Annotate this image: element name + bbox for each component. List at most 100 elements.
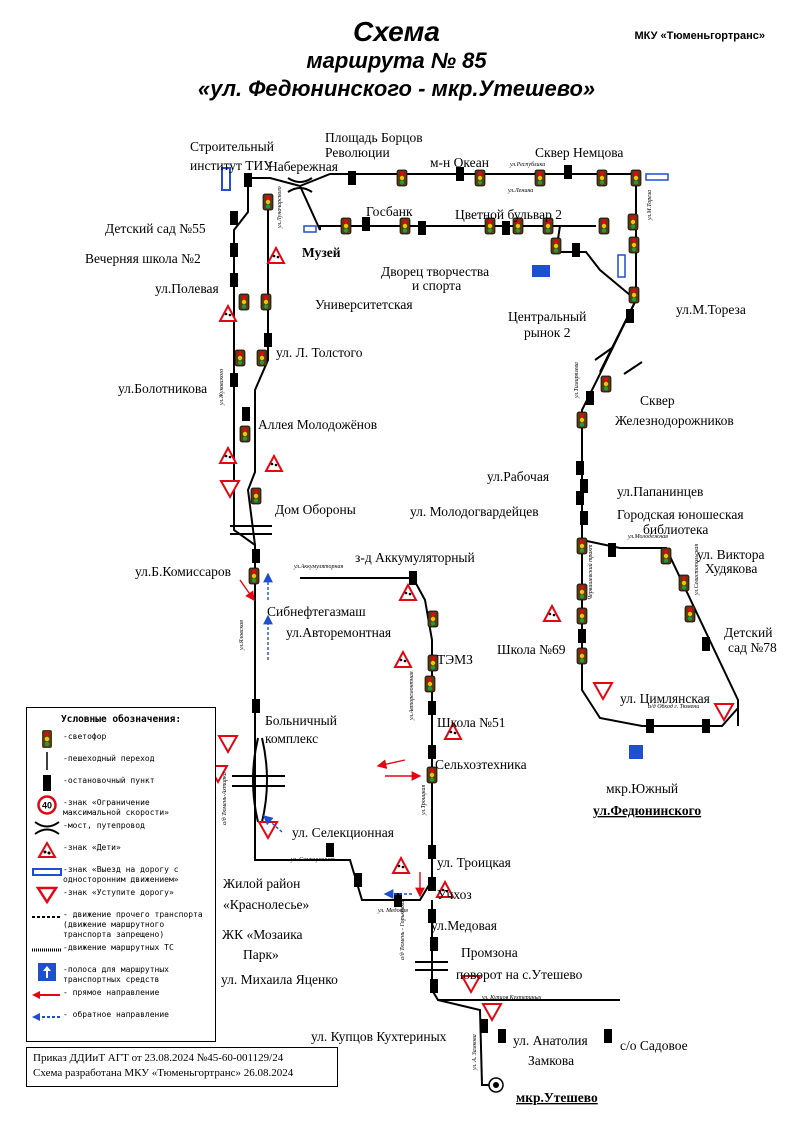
stop-icon [31,773,63,793]
stop-label: мкр.Южный [606,781,678,796]
stop-label: Университетская [315,297,413,312]
yield-icon [31,885,63,905]
stop-label: поворот на с.Утешево [456,967,583,982]
stop-label: Площадь Борцов [325,130,423,145]
legend-text: -знак «Уступите дорогу» [63,888,174,897]
stop-label: ул. Анатолия [513,1033,588,1048]
stop-label: Парк» [243,947,279,962]
street-label: а/д Тюмень - Горьковка [399,901,406,960]
stop-label: Железнодорожников [615,413,734,428]
legend-text: -остановочный пункт [63,776,155,785]
legend-title: Условные обозначения: [60,714,182,725]
stop-label: рынок 2 [524,325,570,340]
stop-label: комплекс [265,731,318,746]
legend-item-other-traffic: - движение прочего транспорта (движение … [27,907,215,940]
stop-label: ул. Селекционная [292,825,394,840]
legend-text: -мост, путепровод [63,821,145,830]
street-label: ул.Яловская [239,620,245,651]
legend-item-traffic-light: -светофор [27,729,215,751]
street-label: ул.Республики [509,161,545,168]
legend-text: - прямое направление [63,988,160,997]
legend-text: -знак «Выезд на дорогу с односторонним д… [63,865,179,884]
bus-lane-icon [31,962,63,982]
legend-item-oneway: -знак «Выезд на дорогу с односторонним д… [27,862,215,885]
street-label: ул.Аккумуляторная [293,564,343,570]
bridge-icon [31,818,63,838]
organization-name: МКУ «Тюменьгортранс» [634,30,766,42]
order-reference: Приказ ДДИиТ АГТ от 23.08.2024 №45-60-00… [33,1052,284,1064]
legend-item-route-traffic: -движение маршрутных ТС [27,940,215,962]
crossing-icon [31,751,63,771]
stop-label: ТЭМЗ [437,652,473,667]
stop-label: библиотека [643,522,708,537]
legend-item-children: -знак «Дети» [27,840,215,862]
stop-label: м-н Океан [430,155,489,170]
oneway-icon [31,862,63,882]
stop-label: ул.Федюнинского [593,803,701,818]
stop-label: Городская юношеская [617,507,744,522]
street-label: ул. Медовая [377,907,408,914]
stop-label: сад №78 [728,640,777,655]
stop-label: Революции [325,145,390,160]
stop-label: Учхоз [437,887,472,902]
street-label: ул.Жуковского [219,369,225,406]
street-label: а/д Тюмень-Ахтирка [221,772,228,825]
legend-text: -знак «Дети» [63,843,121,852]
legend-item-speed: 40 -знак «Ограничение максимальной скорос… [27,795,215,818]
legend-text: -знак «Ограничение максимальной скорости… [63,798,169,817]
stop-label: Школа №51 [437,715,506,730]
legend-text: - обратное направление [63,1010,169,1019]
stop-label: Худякова [705,561,757,576]
reverse-icon [31,1007,63,1027]
forward-icon [31,985,63,1005]
legend-text: - движение прочего транспорта (движение … [63,910,203,939]
stop-label: ул. Виктора [697,547,764,562]
stop-label: Детский сад №55 [105,221,206,236]
stop-label: Сквер Немцова [535,145,623,160]
stop-label: Промзона [461,945,518,960]
speed-limit-value: 40 [42,801,52,811]
children-icon [31,840,63,860]
stop-label: Сельхозтехника [435,757,527,772]
street-label: ул.Ленина [507,188,533,194]
stop-label: Школа №69 [497,642,566,657]
stop-label: Жилой район [223,876,300,891]
route-traffic-icon [31,940,63,960]
stop-label: Набережная [268,159,338,174]
bridges [230,177,643,971]
stop-label: ЖК «Мозаика [222,927,303,942]
legend-item-crossing: -пешеходный переход [27,751,215,773]
street-label: ул.Тимирязева [574,362,580,399]
street-label: ул.Авторемонтная [409,671,415,721]
stop-label: ул.Полевая [155,281,219,296]
street-label: ул.М.Тореза [647,190,653,221]
street-label: ул.Севастопольская [694,544,700,596]
stop-label: Вечерняя школа №2 [85,251,201,266]
stop-label: мкр.Утешево [516,1090,598,1105]
stop-label: ул. Михаила Яценко [221,972,338,987]
stop-label: Сквер [640,393,675,408]
stop-label: Дворец творчества [381,264,489,279]
speed-icon: 40 [31,795,63,815]
stop-label: Музей [302,245,341,260]
legend-item-bus-lane: -полоса для маршрутных транспортных сред… [27,962,215,985]
legend-item-stop: -остановочный пункт [27,773,215,795]
legend-item-reverse: - обратное направление [27,1007,215,1029]
stop-label: Центральный [508,309,586,324]
developer-note: Схема разработана МКУ «Тюменьгортранс» 2… [33,1067,294,1079]
map-title: Схема [353,16,440,47]
legend-item-forward: - прямое направление [27,985,215,1007]
legend-item-bridge: -мост, путепровод [27,818,215,840]
stop-label: Госбанк [366,204,413,219]
street-label: ул.Молодежная [627,533,668,540]
stop-label: ул.М.Тореза [676,302,746,317]
legend: Условные обозначения: -светофор -пешеходн… [26,707,216,1042]
stop-label: ул.Авторемонтная [286,625,391,640]
stop-label: с/о Садовое [620,1038,688,1053]
stop-label: ул.Б.Комиссаров [135,564,231,579]
legend-text: -пешеходный переход [63,754,155,763]
direction-arrows [239,572,425,899]
stop-label: ул. Молодогвардейцев [410,504,539,519]
stop-label: ул. Купцов Кухтериных [311,1029,447,1044]
